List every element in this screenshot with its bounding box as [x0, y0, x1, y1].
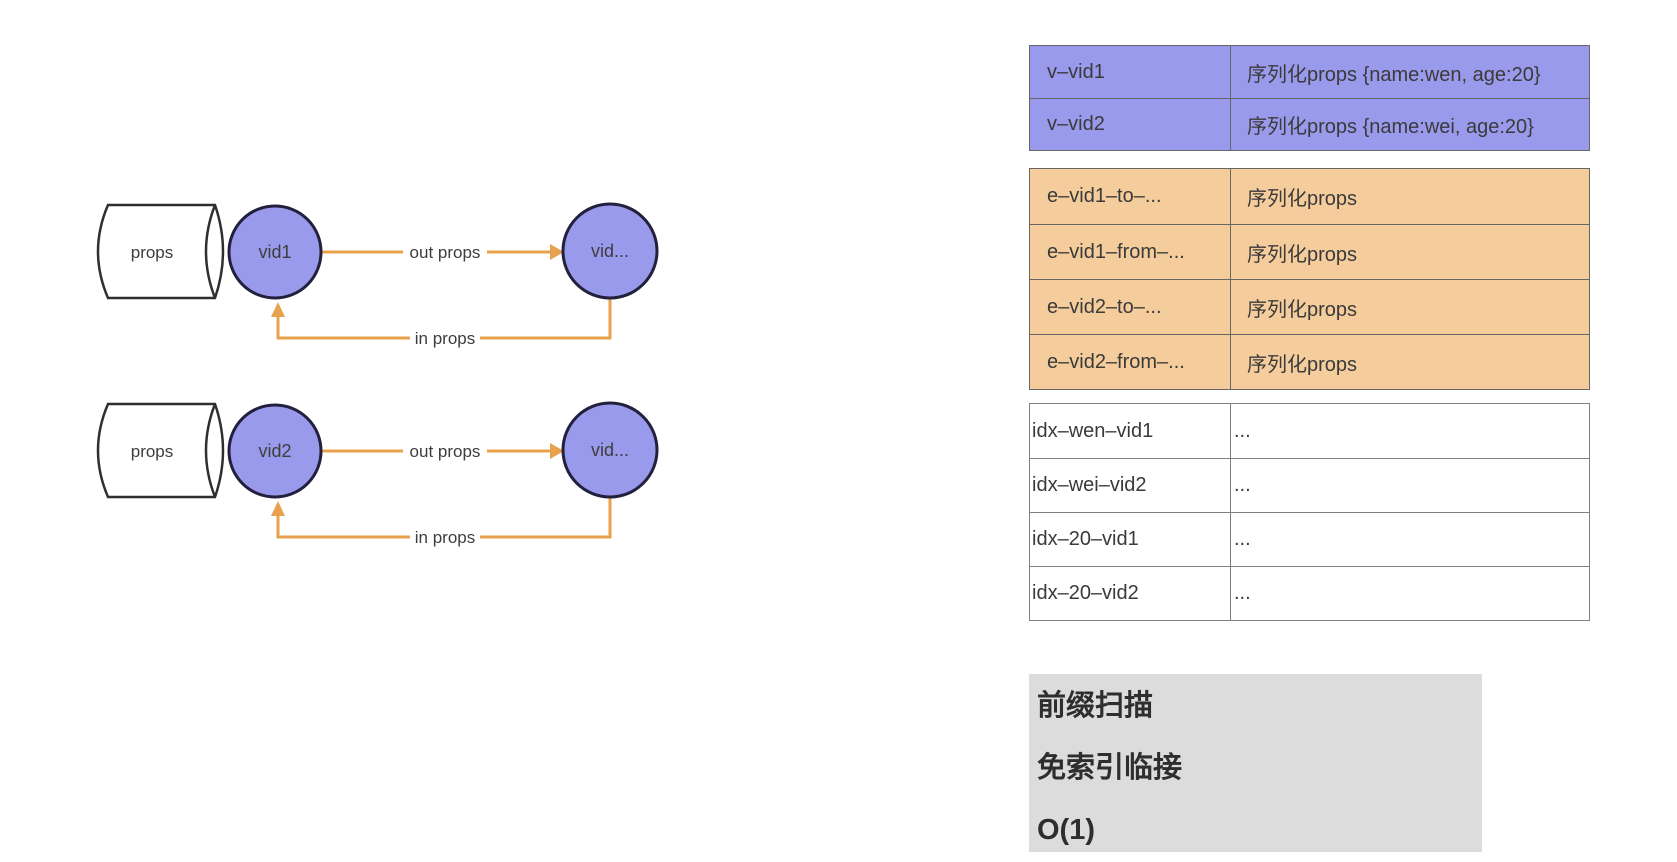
note-line: O(1) [1037, 814, 1095, 846]
table-row: e–vid2–to–... 序列化props [1030, 279, 1589, 334]
arrow-right-icon [550, 244, 564, 260]
row-key: v–vid2 [1030, 99, 1231, 150]
vertex-node-vid2 [227, 403, 323, 499]
note-line: 免索引临接 [1037, 752, 1183, 784]
notes-box: 前缀扫描 免索引临接 O(1) [1029, 674, 1482, 852]
in-props-edge [480, 298, 612, 340]
note-line: 前缀扫描 [1037, 690, 1154, 722]
diagram-vid1: props vid1 vid... out props in props [96, 202, 659, 348]
row-value: 序列化props [1247, 298, 1358, 321]
cylinder-label: props [131, 243, 174, 262]
index-kv-table: idx–wen–vid1 ... idx–wei–vid2 ... idx–20… [1029, 403, 1590, 621]
arrow-up-icon [271, 302, 285, 317]
row-value: 序列化props {name:wei, age:20} [1247, 116, 1534, 138]
row-value: 序列化props {name:wen, age:20} [1247, 63, 1541, 86]
row-value: ... [1234, 474, 1251, 496]
row-value: ... [1234, 582, 1251, 604]
row-value: ... [1234, 419, 1251, 442]
table-row: e–vid1–from–... 序列化props [1030, 224, 1589, 279]
vertex-kv-table: v–vid1 序列化props {name:wen, age:20} v–vid… [1029, 45, 1590, 151]
table-row: idx–20–vid2 ... [1030, 566, 1589, 620]
in-props-edge [276, 317, 410, 340]
table-row: v–vid2 序列化props {name:wei, age:20} [1030, 98, 1589, 150]
node-label: vid... [591, 440, 629, 460]
row-value: 序列化props [1247, 353, 1358, 376]
edge-label-out: out props [410, 243, 481, 262]
row-key: v–vid1 [1030, 46, 1231, 98]
table-row: idx–20–vid1 ... [1030, 512, 1589, 566]
in-props-edge [276, 516, 410, 539]
vertex-node-target [561, 401, 659, 499]
row-value: 序列化props [1247, 188, 1358, 210]
cylinder-label: props [131, 442, 174, 461]
edge-label-in: in props [415, 528, 475, 547]
row-key: e–vid1–from–... [1030, 225, 1231, 279]
node-label: vid1 [258, 242, 291, 262]
node-label: vid2 [258, 441, 291, 461]
row-key: idx–wei–vid2 [1030, 459, 1231, 512]
edge-label-in: in props [415, 329, 475, 348]
table-row: e–vid1–to–... 序列化props [1030, 169, 1589, 224]
row-key: idx–20–vid1 [1030, 513, 1231, 566]
row-value: 序列化props [1247, 243, 1358, 266]
arrow-up-icon [271, 501, 285, 516]
vertex-node-target [561, 202, 659, 300]
table-row: e–vid2–from–... 序列化props [1030, 334, 1589, 389]
row-key: idx–20–vid2 [1030, 567, 1231, 620]
arrow-right-icon [550, 443, 564, 459]
row-key: e–vid2–to–... [1030, 280, 1231, 334]
table-row: idx–wei–vid2 ... [1030, 458, 1589, 512]
props-cylinder-cap [204, 403, 217, 498]
in-props-edge [480, 497, 612, 539]
node-label: vid... [591, 241, 629, 261]
diagram-vid2: props vid2 vid... out props in props [96, 401, 659, 547]
row-key: e–vid2–from–... [1030, 335, 1231, 389]
table-row: idx–wen–vid1 ... [1030, 404, 1589, 458]
edge-kv-table: e–vid1–to–... 序列化props e–vid1–from–... 序… [1029, 168, 1590, 390]
row-key: e–vid1–to–... [1030, 169, 1231, 224]
table-row: v–vid1 序列化props {name:wen, age:20} [1030, 46, 1589, 98]
props-cylinder-cap [204, 204, 217, 299]
row-value: ... [1234, 528, 1251, 550]
edge-label-out: out props [410, 442, 481, 461]
vertex-node-vid1 [227, 204, 323, 300]
graph-storage-diagram: props vid1 vid... out props in props pro… [96, 202, 659, 547]
row-key: idx–wen–vid1 [1030, 404, 1231, 458]
